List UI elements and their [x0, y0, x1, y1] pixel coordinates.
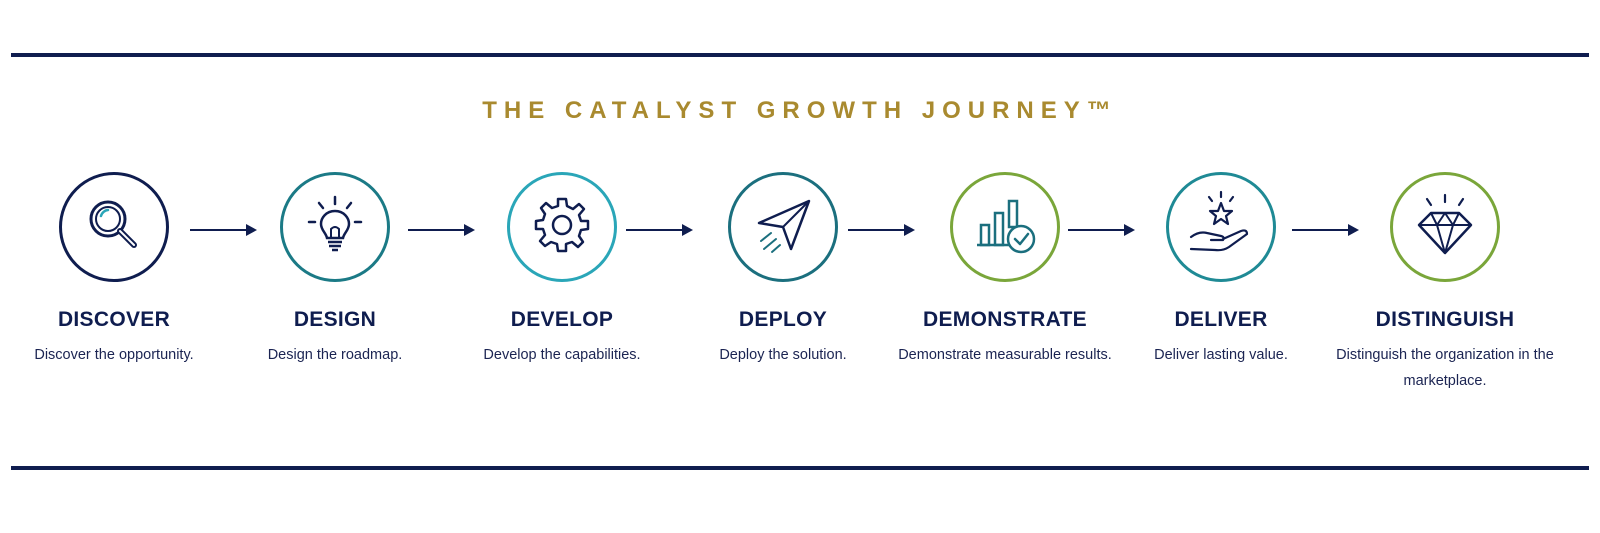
step-description: Demonstrate measurable results.	[898, 347, 1112, 363]
step-label: DISTINGUISH	[1375, 308, 1515, 331]
step-deploy: DEPLOY Deploy the solution.	[658, 172, 908, 368]
hand-star-icon	[1185, 189, 1257, 266]
step-develop: DEVELOP Develop the capabilities.	[437, 172, 687, 368]
step-discover: DISCOVER Discover the opportunity.	[0, 172, 239, 368]
step-label: DEMONSTRATE	[923, 308, 1087, 331]
step-label: DISCOVER	[57, 308, 171, 331]
arrow-right-icon	[626, 222, 694, 238]
bottom-divider	[11, 466, 1589, 470]
diamond-icon	[1409, 189, 1481, 266]
step-description: Distinguish the organization in the mark…	[1336, 347, 1554, 389]
lightbulb-icon	[299, 189, 371, 266]
step-design: DESIGN Design the roadmap.	[210, 172, 460, 368]
page-title: THE CATALYST GROWTH JOURNEY™	[482, 97, 1118, 124]
step-label: DEPLOY	[738, 308, 828, 331]
step-distinguish: DISTINGUISH Distinguish the organization…	[1325, 172, 1565, 394]
step-deliver: DELIVER Deliver lasting value.	[1096, 172, 1346, 368]
magnifier-icon	[78, 189, 150, 266]
step-deploy-circle	[728, 172, 838, 282]
arrow-right-icon	[1068, 222, 1136, 238]
step-description: Develop the capabilities.	[483, 347, 641, 363]
step-description: Deploy the solution.	[719, 347, 847, 363]
step-demonstrate: DEMONSTRATE Demonstrate measurable resul…	[867, 172, 1143, 368]
step-design-circle	[280, 172, 390, 282]
step-description: Discover the opportunity.	[34, 347, 194, 363]
step-develop-circle	[507, 172, 617, 282]
arrow-right-icon	[408, 222, 476, 238]
step-label: DEVELOP	[510, 308, 614, 331]
step-description: Deliver lasting value.	[1154, 347, 1288, 363]
step-demonstrate-circle	[950, 172, 1060, 282]
top-divider	[11, 53, 1589, 57]
bar-chart-check-icon	[969, 189, 1041, 266]
step-deliver-circle	[1166, 172, 1276, 282]
arrow-right-icon	[848, 222, 916, 238]
gear-icon	[526, 189, 598, 266]
step-label: DELIVER	[1174, 308, 1268, 331]
paper-plane-icon	[747, 189, 819, 266]
step-distinguish-circle	[1390, 172, 1500, 282]
arrow-right-icon	[190, 222, 258, 238]
step-description: Design the roadmap.	[267, 347, 403, 363]
step-label: DESIGN	[293, 308, 377, 331]
step-discover-circle	[59, 172, 169, 282]
arrow-right-icon	[1292, 222, 1360, 238]
